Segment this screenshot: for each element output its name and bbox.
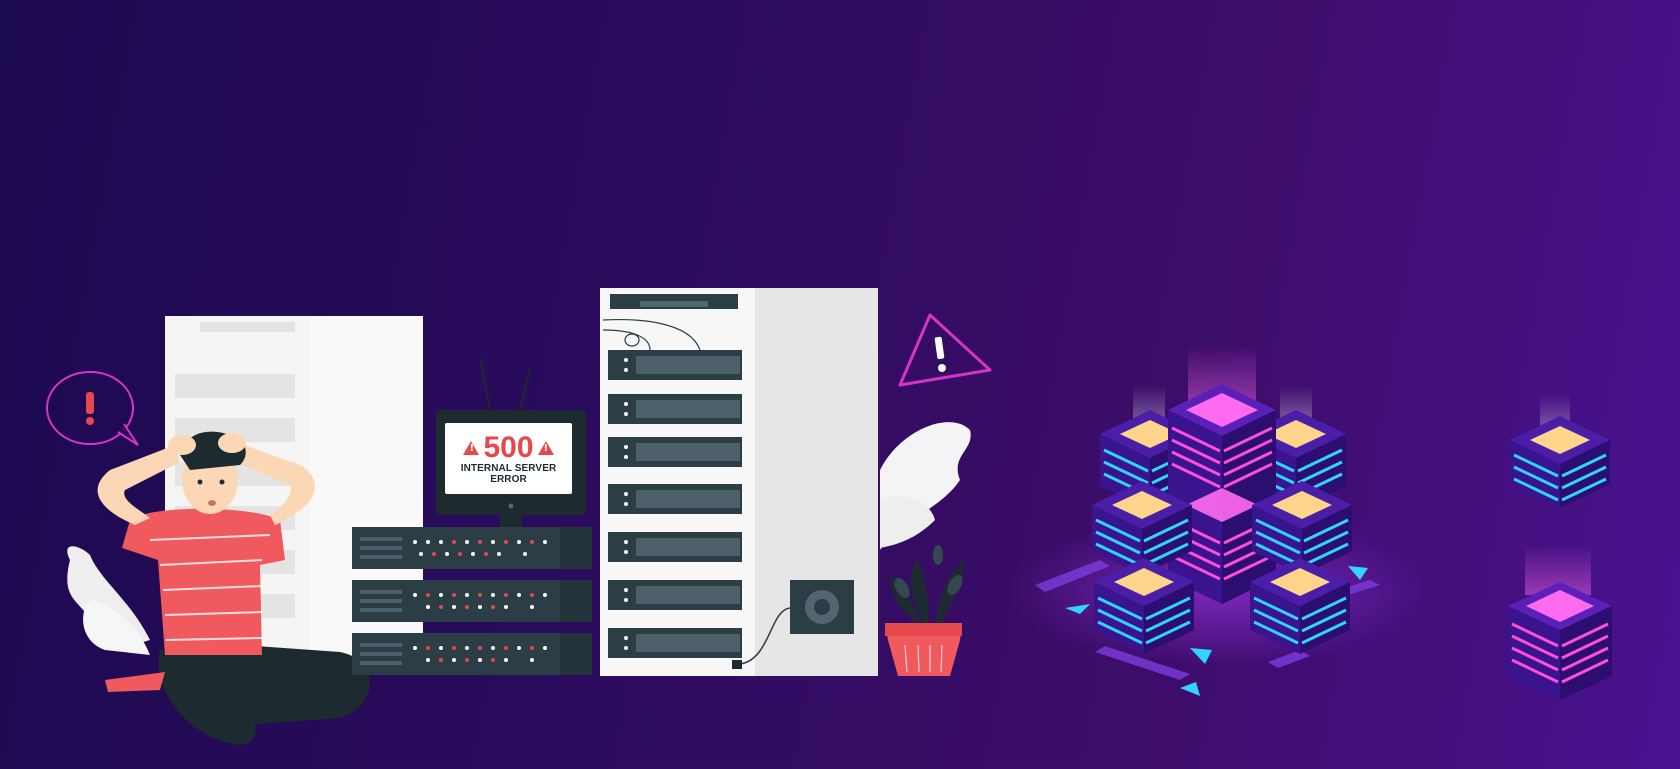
server-tower xyxy=(1094,558,1194,654)
warning-triangle-icon: ! xyxy=(463,440,480,455)
server-tower xyxy=(1510,416,1610,508)
main-server-rack xyxy=(600,288,878,676)
stacked-server-units xyxy=(352,527,592,675)
warning-triangle-icon: ! xyxy=(537,440,554,455)
server-tower xyxy=(1168,384,1276,604)
leaf-plant-left xyxy=(67,546,150,655)
server-tower xyxy=(1092,481,1192,575)
warning-triangle-icon xyxy=(898,313,992,387)
error-code: 500 xyxy=(483,430,534,464)
error-message-line1: INTERNAL SERVER xyxy=(460,462,557,474)
server-tower xyxy=(1250,558,1350,654)
frustrated-person xyxy=(97,431,370,745)
server-tower xyxy=(1508,582,1612,700)
monitor-screen: ! 500 ! INTERNAL SERVER ERROR xyxy=(445,423,572,494)
potted-plant xyxy=(880,422,971,676)
error-code-row: ! 500 ! xyxy=(463,430,554,464)
server-tower xyxy=(1252,481,1352,575)
exclamation-speech-bubble-icon xyxy=(46,371,139,446)
error-message-line2: ERROR xyxy=(490,473,527,485)
isometric-server-cluster xyxy=(1010,345,1612,700)
rack-drive-bays xyxy=(636,356,740,652)
